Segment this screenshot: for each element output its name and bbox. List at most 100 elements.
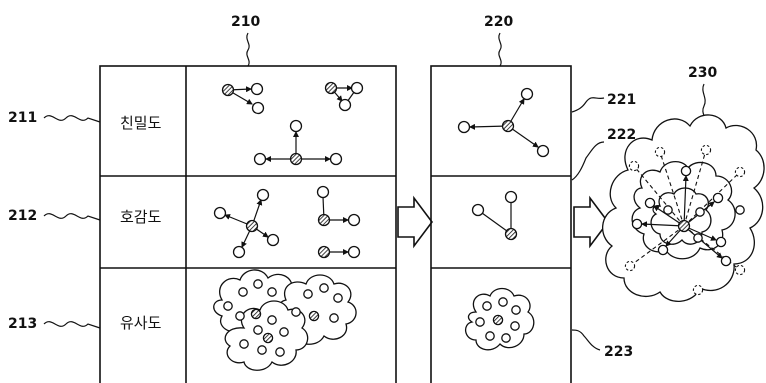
node: [475, 317, 485, 327]
node: [275, 347, 285, 357]
ref-label-213: 213: [8, 316, 37, 332]
node: [511, 305, 521, 315]
hub-node: [501, 119, 515, 133]
node: [657, 244, 669, 256]
node: [303, 289, 313, 299]
node: [319, 283, 329, 293]
node: [279, 327, 289, 337]
dashed-node: [734, 166, 746, 178]
ref-label-230: 230: [688, 65, 717, 81]
hub-node: [308, 310, 320, 322]
edge: [682, 175, 689, 227]
node: [267, 315, 277, 325]
node: [735, 205, 745, 215]
node: [291, 307, 301, 317]
node: [267, 287, 277, 297]
hub-node: [289, 152, 303, 166]
node: [482, 301, 492, 311]
edge: [683, 171, 741, 227]
node: [347, 245, 361, 259]
node: [471, 203, 485, 217]
node: [253, 279, 263, 289]
node: [498, 297, 508, 307]
row-label-affinity: 호감도: [120, 208, 162, 226]
affinity-result-graph: [471, 190, 518, 241]
dashed-node: [692, 284, 704, 296]
edge: [629, 225, 685, 267]
node: [644, 197, 656, 209]
hub-node: [262, 332, 274, 344]
node: [693, 233, 703, 243]
node: [257, 345, 267, 355]
similarity-clouds: [213, 269, 357, 371]
node: [510, 321, 520, 331]
affinity-graphs: [213, 185, 361, 259]
leader-222: [571, 141, 605, 181]
hub-node: [317, 213, 331, 227]
node: [253, 152, 267, 166]
node: [457, 120, 471, 134]
edge: [641, 221, 685, 228]
leader-223: [571, 329, 601, 351]
edge: [469, 123, 509, 130]
row-label-intimacy: 친밀도: [120, 114, 162, 132]
table-220-border: [430, 65, 572, 383]
node: [329, 152, 343, 166]
node: [520, 87, 534, 101]
node: [238, 287, 248, 297]
dashed-node: [734, 264, 746, 276]
intimacy-result-graph: [457, 87, 550, 158]
process-arrow-2: [573, 195, 609, 249]
leader-210: [246, 32, 250, 67]
leader-211: [43, 115, 101, 123]
node: [253, 325, 263, 335]
hub-node: [221, 83, 235, 97]
ref-label-211: 211: [8, 110, 37, 126]
combined-network-230: [602, 114, 765, 302]
leader-220: [498, 32, 502, 67]
node: [239, 339, 249, 349]
row-label-similarity: 유사도: [120, 314, 162, 332]
ref-label-221: 221: [607, 92, 636, 108]
ref-label-222: 222: [607, 127, 636, 143]
leader-212: [43, 213, 101, 221]
ref-label-220: 220: [484, 14, 513, 30]
dashed-node: [624, 260, 636, 272]
dashed-node: [700, 144, 712, 156]
edge: [683, 225, 723, 259]
node: [695, 207, 705, 217]
table-220: [430, 65, 572, 383]
dashed-node: [628, 160, 640, 172]
hub-node: [245, 219, 259, 233]
node: [501, 333, 511, 343]
node: [347, 213, 361, 227]
hub-node: [317, 245, 331, 259]
edge: [683, 149, 707, 227]
ref-label-212: 212: [8, 208, 37, 224]
node: [631, 218, 643, 230]
node: [720, 255, 732, 267]
node: [251, 101, 265, 115]
node: [663, 205, 673, 215]
hub-node: [504, 227, 518, 241]
node: [350, 81, 364, 95]
edge: [659, 151, 685, 227]
node: [266, 233, 280, 247]
node: [333, 293, 343, 303]
node: [223, 301, 233, 311]
similarity-result-cloud: [465, 287, 535, 351]
leader-221: [571, 97, 605, 113]
node: [316, 185, 330, 199]
node: [485, 331, 495, 341]
node: [536, 144, 550, 158]
node: [250, 82, 264, 96]
ref-label-210: 210: [231, 14, 260, 30]
dashed-node: [654, 146, 666, 158]
ref-label-223: 223: [604, 344, 633, 360]
hub-node: [492, 314, 504, 326]
node: [715, 236, 727, 248]
intimacy-graphs: [221, 81, 364, 166]
process-arrow-1: [397, 195, 433, 249]
node: [680, 165, 692, 177]
